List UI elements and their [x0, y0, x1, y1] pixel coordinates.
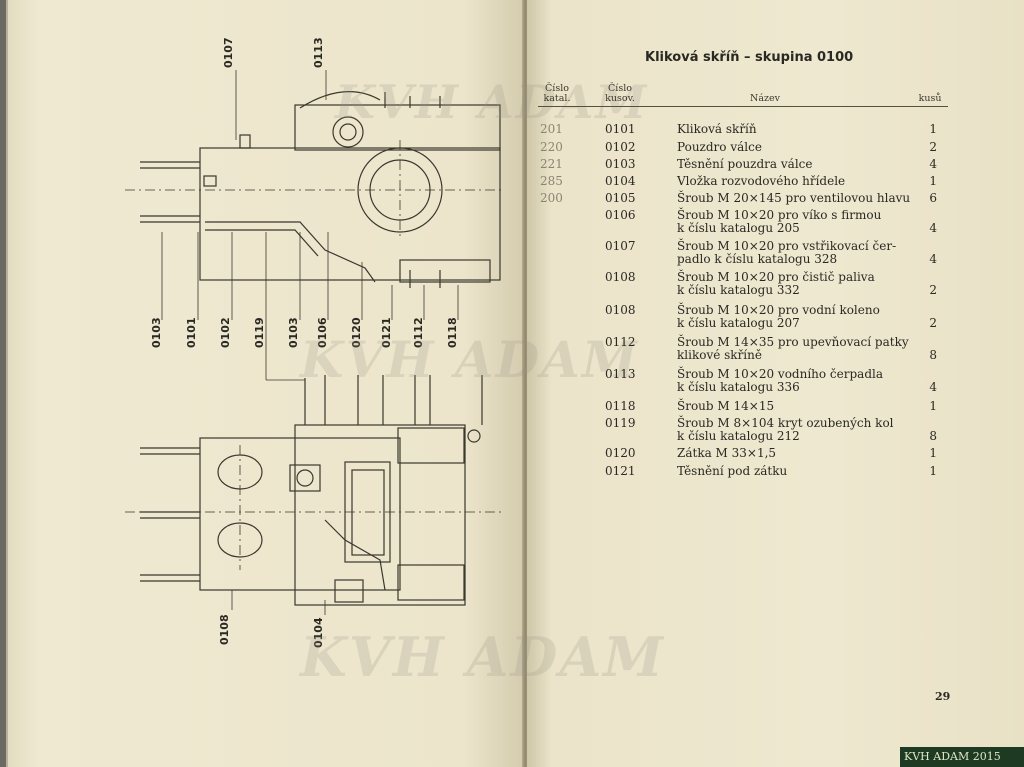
callout-label: 0103: [287, 317, 300, 348]
part-name: Šroub M 20×145 pro ventilovou hlavu: [677, 192, 917, 205]
part-name-line: Zátka M 33×1,5: [677, 446, 777, 460]
part-name-line: k číslu katalogu 212: [677, 429, 800, 443]
part-number: 0101: [605, 122, 636, 136]
callout-label: 0112: [412, 317, 425, 348]
part-quantity: 1: [929, 399, 937, 413]
part-name: Těsnění pod zátku: [677, 465, 917, 478]
catalog-number: 201: [540, 122, 563, 136]
catalog-number: 200: [540, 191, 563, 205]
left-page: [6, 0, 526, 767]
callout-label: 0102: [219, 317, 232, 348]
column-header-quantity: kusů: [918, 93, 942, 104]
right-page: [527, 0, 1024, 767]
part-number: 0106: [605, 208, 636, 222]
part-number: 0121: [605, 464, 636, 478]
part-number: 0104: [605, 174, 636, 188]
part-quantity: 4: [929, 221, 937, 235]
part-number: 0108: [605, 303, 636, 317]
page-title: Kliková skříň – skupina 0100: [645, 50, 854, 65]
part-name-line: Vložka rozvodového hřídele: [677, 174, 846, 188]
callout-label: 0113: [312, 37, 325, 68]
part-name-line: padlo k číslu katalogu 328: [677, 252, 838, 266]
part-name-line: Šroub M 10×20 pro víko s firmou: [677, 208, 882, 222]
catalog-number: 285: [540, 174, 563, 188]
part-number: 0103: [605, 157, 636, 171]
part-name-line: k číslu katalogu 207: [677, 316, 800, 330]
part-quantity: 1: [929, 446, 937, 460]
part-name-line: Šroub M 10×20 pro vodní koleno: [677, 303, 880, 317]
part-name-line: Pouzdro válce: [677, 140, 762, 154]
part-name-line: Šroub M 10×20 pro vstřikovací čer-: [677, 239, 897, 253]
column-header-name: Název: [750, 93, 780, 104]
part-number: 0105: [605, 191, 636, 205]
catalog-number: 220: [540, 140, 563, 154]
part-quantity: 4: [929, 252, 937, 266]
part-name-line: Šroub M 14×15: [677, 399, 775, 413]
part-quantity: 4: [929, 157, 937, 171]
part-name: Šroub M 10×20 pro vstřikovací čer-padlo …: [677, 240, 917, 266]
part-name: Těsnění pouzdra válce: [677, 158, 917, 171]
part-number: 0112: [605, 335, 636, 349]
part-quantity: 4: [929, 380, 937, 394]
part-number: 0108: [605, 270, 636, 284]
part-number: 0119: [605, 416, 636, 430]
callout-label: 0119: [253, 317, 266, 348]
part-quantity: 6: [929, 191, 937, 205]
part-quantity: 2: [929, 316, 937, 330]
callout-label: 0103: [150, 317, 163, 348]
part-name: Pouzdro válce: [677, 141, 917, 154]
callout-label: 0107: [222, 37, 235, 68]
part-name-line: Kliková skříň: [677, 122, 757, 136]
part-name-line: k číslu katalogu 205: [677, 221, 800, 235]
part-number: 0113: [605, 367, 636, 381]
part-name: Zátka M 33×1,5: [677, 447, 917, 460]
part-number: 0118: [605, 399, 636, 413]
part-quantity: 1: [929, 464, 937, 478]
part-quantity: 2: [929, 140, 937, 154]
callout-label: 0108: [218, 614, 231, 645]
part-name-line: Šroub M 20×145 pro ventilovou hlavu: [677, 191, 911, 205]
part-quantity: 2: [929, 283, 937, 297]
catalog-number: 221: [540, 157, 563, 171]
callout-label: 0120: [350, 317, 363, 348]
part-name-line: Šroub M 14×35 pro upevňovací patky: [677, 335, 909, 349]
archive-stamp: KVH ADAM 2015: [900, 747, 1024, 767]
book-gutter: [522, 0, 529, 767]
page-number: 29: [935, 690, 951, 703]
callout-label: 0118: [446, 317, 459, 348]
part-name-line: Těsnění pod zátku: [677, 464, 788, 478]
part-name: Kliková skříň: [677, 123, 917, 136]
part-number: 0102: [605, 140, 636, 154]
part-number: 0120: [605, 446, 636, 460]
part-name-line: Šroub M 10×20 pro čistič paliva: [677, 270, 875, 284]
header-rule: [538, 106, 948, 107]
part-quantity: 8: [929, 429, 937, 443]
part-name-line: k číslu katalogu 336: [677, 380, 800, 394]
part-name-line: Šroub M 10×20 vodního čerpadla: [677, 367, 884, 381]
crankcase-drawing: [125, 70, 505, 615]
part-quantity: 1: [929, 122, 937, 136]
callout-label: 0106: [316, 317, 329, 348]
part-name-line: Šroub M 8×104 kryt ozubených kol: [677, 416, 894, 430]
part-name-line: k číslu katalogu 332: [677, 283, 800, 297]
part-quantity: 8: [929, 348, 937, 362]
callout-label: 0101: [185, 317, 198, 348]
callout-label: 0121: [380, 317, 393, 348]
part-name: Vložka rozvodového hřídele: [677, 175, 917, 188]
part-quantity: 1: [929, 174, 937, 188]
part-name-line: klikové skříně: [677, 348, 762, 362]
part-name-line: Těsnění pouzdra válce: [677, 157, 813, 171]
part-number: 0107: [605, 239, 636, 253]
part-name: Šroub M 14×15: [677, 400, 917, 413]
callout-label: 0104: [312, 617, 325, 648]
